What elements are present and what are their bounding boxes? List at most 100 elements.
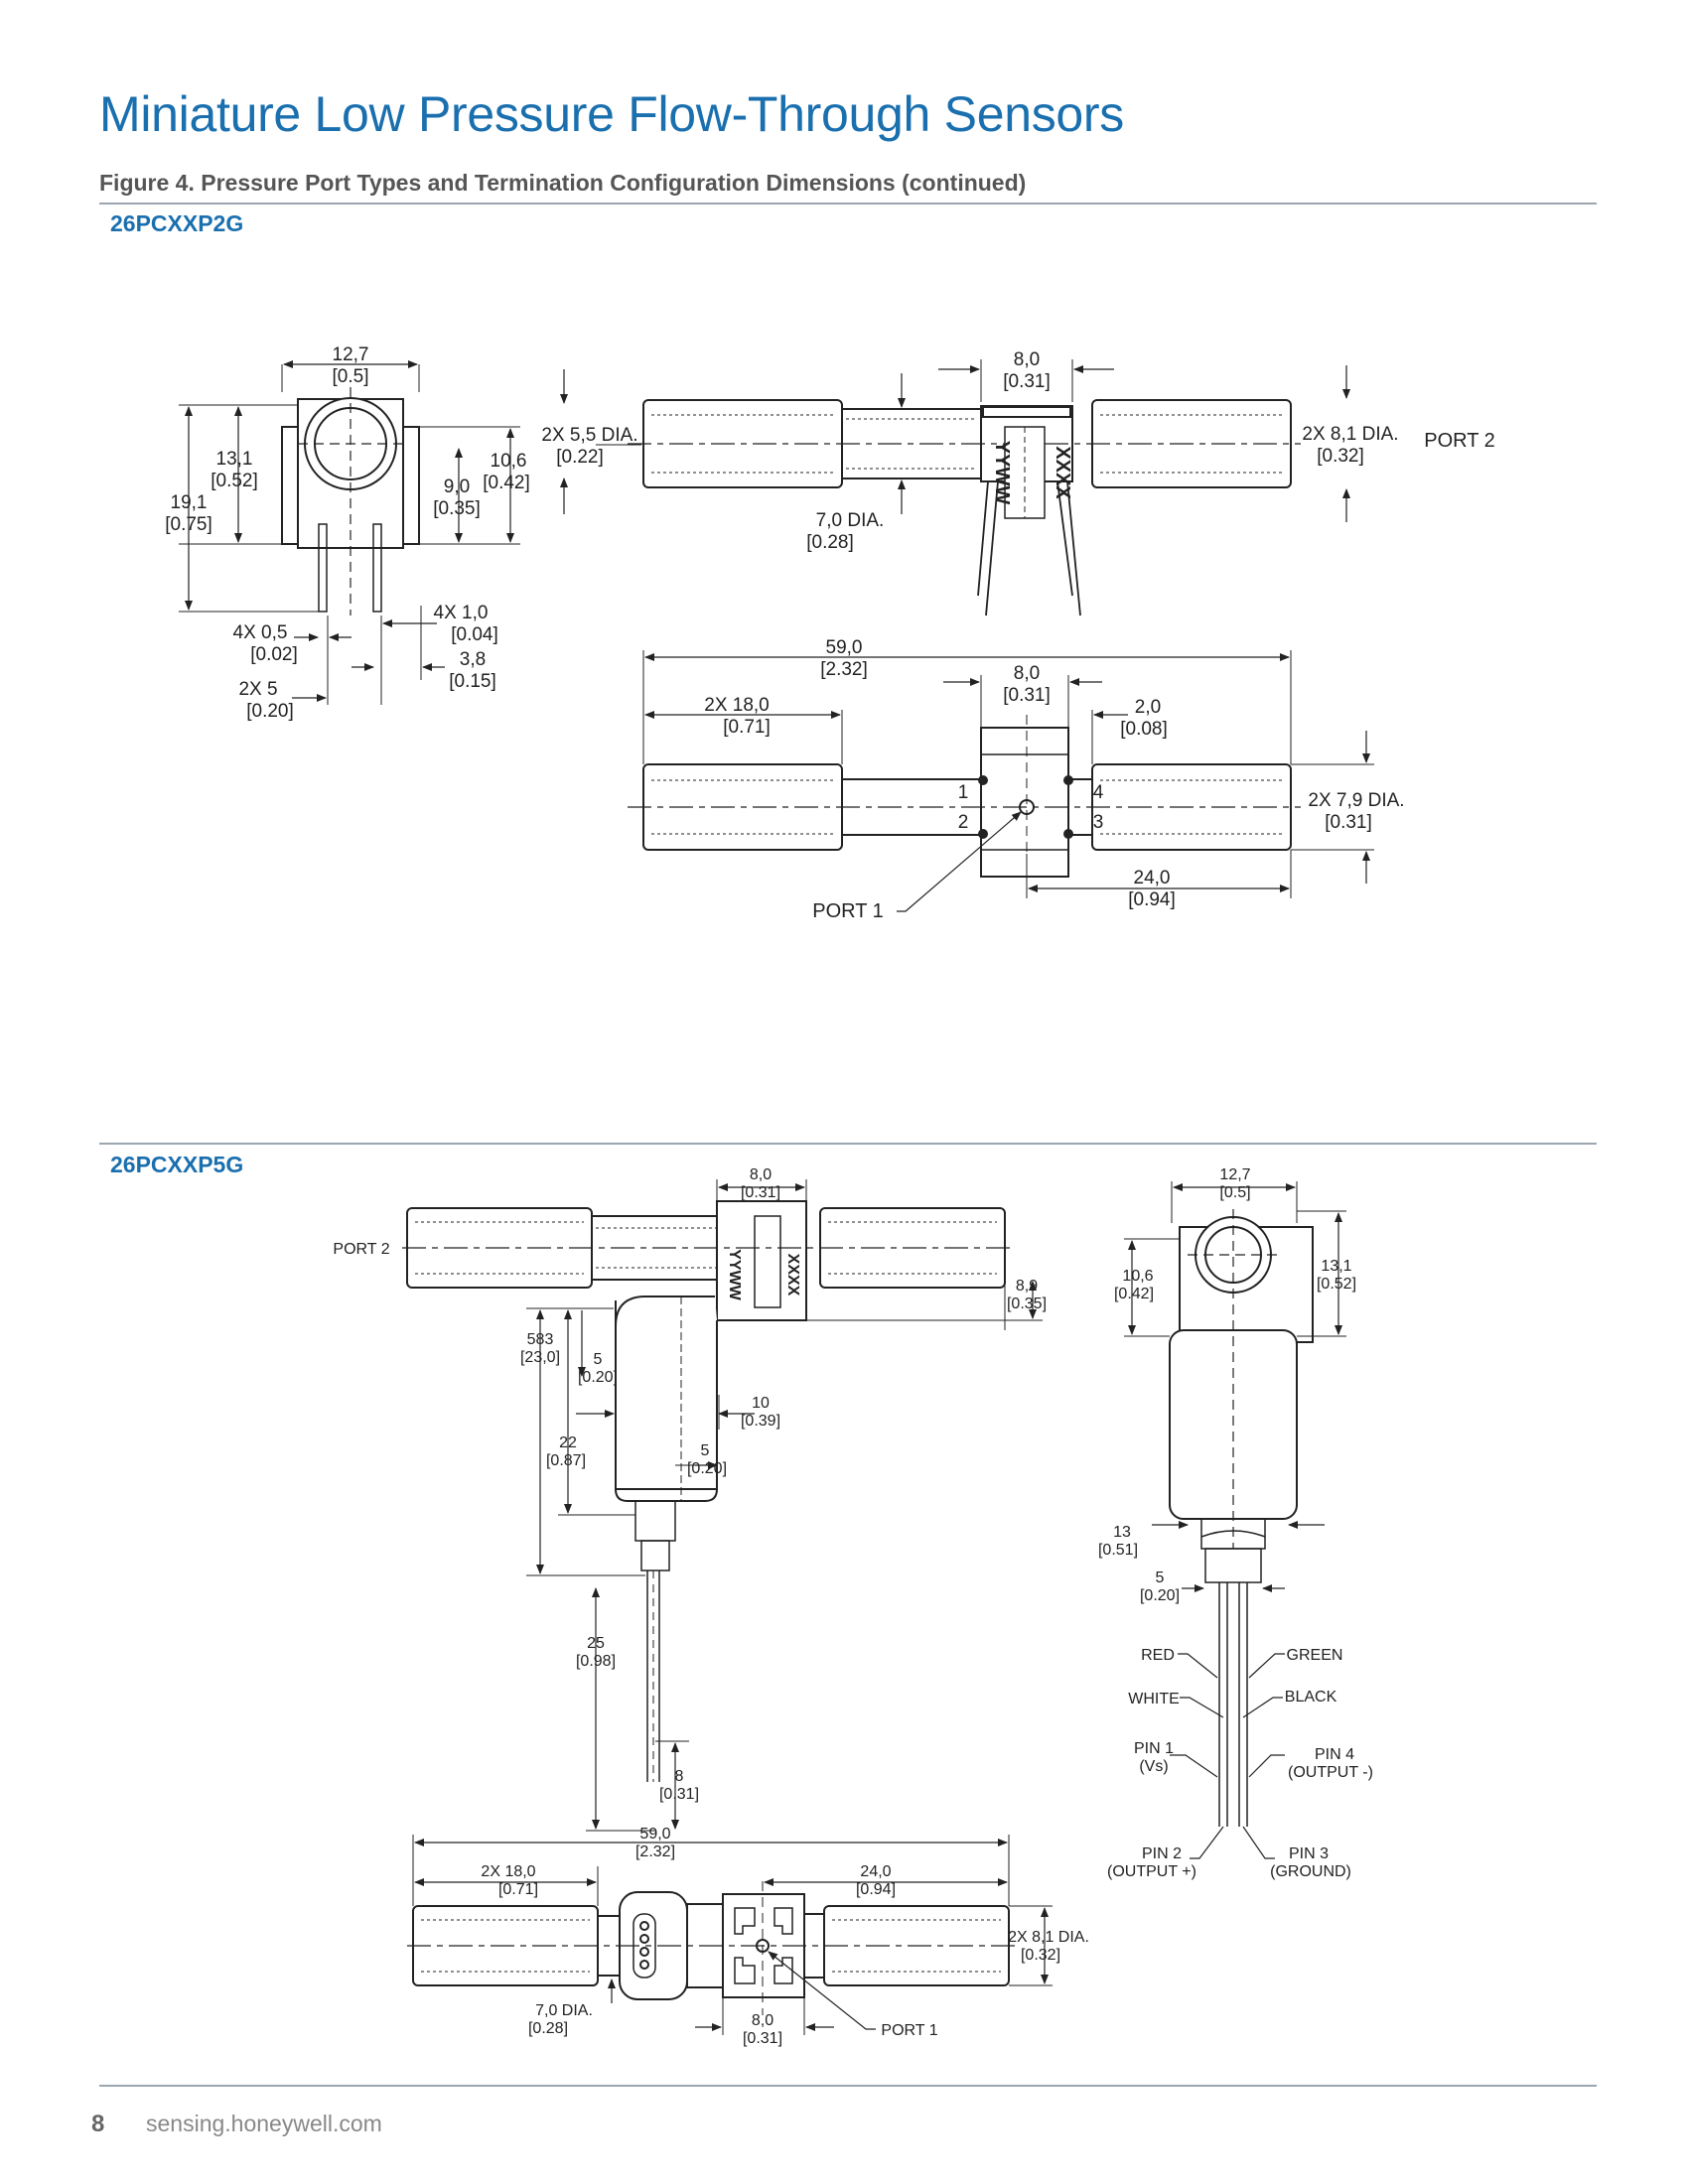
p5g-plan-bodyw-in: [0.31]	[743, 2030, 782, 2047]
p5g-side-d25-in: [0.98]	[576, 1653, 616, 1670]
p2g-plan-len-in: [2.32]	[820, 659, 868, 680]
p2g-end-offset-in: [0.15]	[449, 671, 496, 692]
p5g-side-d5b-mm: 5	[701, 1442, 710, 1459]
p5g-end-h106-mm: 10,6	[1122, 1268, 1153, 1285]
p2g-date-code: YYWW	[991, 441, 1013, 505]
p5g-pin4-sub: (OUTPUT -)	[1288, 1764, 1373, 1781]
p2g-end-pitch-in: [0.20]	[246, 701, 294, 722]
p2g-side-dia70-mm: 7,0 DIA.	[816, 510, 885, 531]
p5g-side-d22-mm: 22	[559, 1434, 577, 1451]
p5g-side-d5a-in: [0.20]	[578, 1369, 618, 1386]
p2g-pin-4: 4	[1093, 782, 1104, 803]
p2g-plan-dia79-in: [0.31]	[1325, 812, 1372, 833]
p2g-end-h13-in: [0.52]	[211, 471, 258, 491]
p2g-side-dia81-mm: 2X 8,1 DIA.	[1302, 424, 1398, 445]
p2g-side-dia70-in: [0.28]	[806, 532, 854, 553]
p2g-plan-labels: 59,0 [2.32] 2X 18,0 [0.71] 8,0 [0.31] 2,…	[704, 637, 1404, 922]
p5g-pin2: PIN 2	[1142, 1845, 1182, 1862]
p2g-plan-dia79-mm: 2X 7,9 DIA.	[1308, 790, 1404, 811]
p5g-pin1-sub: (Vs)	[1139, 1758, 1168, 1775]
figure-caption: Figure 4. Pressure Port Types and Termin…	[99, 170, 1027, 196]
p5g-side-labels: PORT 2 8,0 [0.31] 8,9 [0.35] 583 [23,0] …	[333, 1166, 1047, 1803]
p5g-plan-portlen-mm: 2X 18,0	[481, 1863, 535, 1880]
p5g-plan-len-mm: 59,0	[639, 1826, 670, 1843]
p2g-end-h106-mm: 10,6	[491, 451, 527, 472]
p5g-plan-center-mm: 24,0	[860, 1863, 891, 1880]
p2g-end-pinw-mm: 4X 0,5	[233, 622, 288, 643]
p5g-side-d8-in: [0.31]	[659, 1786, 699, 1803]
p5g-pin4: PIN 4	[1315, 1746, 1354, 1763]
p5g-wire-green: GREEN	[1287, 1647, 1343, 1664]
p5g-end-d13-in: [0.51]	[1098, 1542, 1138, 1559]
p5g-end-labels: 12,7 [0.5] 10,6 [0.42] 13,1 [0.52] 13 [0…	[1098, 1166, 1373, 1880]
p2g-plan-len-mm: 59,0	[826, 637, 863, 658]
p5g-pin1: PIN 1	[1134, 1740, 1174, 1757]
p2g-end-h90-in: [0.35]	[433, 498, 481, 519]
p2g-plan-center-in: [0.94]	[1128, 889, 1176, 910]
p2g-part-code: XXXX	[1052, 446, 1073, 499]
p5g-part-code: XXXX	[784, 1254, 801, 1297]
p2g-end-labels: 12,7 [0.5] 13,1 [0.52] 19,1 [0.75] 10,6 …	[165, 344, 530, 722]
p5g-end-d5-mm: 5	[1156, 1570, 1165, 1586]
p5g-wire-black: BLACK	[1285, 1689, 1337, 1706]
model-label-p5g: 26PCXXP5G	[110, 1152, 244, 1177]
p5g-side-d5a-mm: 5	[594, 1351, 603, 1368]
p2g-plan-bodyw-mm: 8,0	[1014, 663, 1040, 684]
p5g-end-h106-in: [0.42]	[1114, 1286, 1154, 1302]
p5g-port2-label: PORT 2	[333, 1241, 389, 1258]
section-rule	[99, 1143, 1597, 1145]
p5g-plan-dia81-mm: 2X 8,1 DIA.	[1008, 1929, 1089, 1946]
p5g-wire-red: RED	[1141, 1647, 1175, 1664]
p5g-side-len583-mm: 583	[527, 1331, 554, 1348]
p5g-side-bodyw-mm: 8,0	[750, 1166, 772, 1183]
p5g-side-len583-in: [23,0]	[520, 1349, 560, 1366]
p2g-port2-label: PORT 2	[1424, 430, 1495, 452]
p5g-plan-dia81-in: [0.32]	[1021, 1947, 1060, 1964]
p5g-end-width-mm: 12,7	[1219, 1166, 1250, 1183]
p2g-plan-gap-in: [0.08]	[1120, 719, 1168, 740]
p2g-end-h106-in: [0.42]	[483, 473, 530, 493]
p5g-side-h89-in: [0.35]	[1007, 1296, 1047, 1312]
p5g-end-h131-mm: 13,1	[1321, 1258, 1351, 1275]
p2g-side-dia55-mm: 2X 5,5 DIA.	[541, 425, 637, 446]
p2g-end-width-mm: 12,7	[333, 344, 369, 365]
p5g-end-view	[1124, 1181, 1346, 1859]
caption-rule	[99, 203, 1597, 205]
p5g-end-h131-in: [0.52]	[1317, 1276, 1356, 1293]
p5g-side-d8-mm: 8	[675, 1768, 684, 1785]
p5g-side-h89-mm: 8,9	[1016, 1278, 1038, 1295]
p5g-plan-portlen-in: [0.71]	[498, 1881, 538, 1898]
p5g-plan-dia70-mm: 7,0 DIA.	[535, 2002, 593, 2019]
p5g-side-view	[402, 1179, 1043, 1832]
p5g-side-d10-mm: 10	[752, 1395, 770, 1412]
p2g-end-pint-mm: 4X 1,0	[434, 603, 489, 623]
p2g-end-view	[179, 360, 520, 705]
p5g-plan-len-in: [2.32]	[635, 1843, 675, 1860]
p5g-side-d10-in: [0.39]	[741, 1413, 780, 1430]
p2g-side-view	[560, 359, 1350, 616]
p2g-side-bodyw-mm: 8,0	[1014, 349, 1040, 370]
p2g-end-h19-mm: 19,1	[171, 492, 208, 513]
p5g-pin3: PIN 3	[1289, 1845, 1329, 1862]
p5g-plan-view	[407, 1835, 1053, 2035]
p2g-side-labels: 8,0 [0.31] 2X 5,5 DIA. [0.22] 7,0 DIA. […	[541, 349, 1494, 553]
p2g-end-h13-mm: 13,1	[216, 449, 253, 470]
p5g-pin3-sub: (GROUND)	[1270, 1863, 1351, 1880]
p5g-wire-white: WHITE	[1128, 1691, 1180, 1707]
page-title: Miniature Low Pressure Flow-Through Sens…	[99, 86, 1124, 142]
p2g-end-width-in: [0.5]	[333, 366, 369, 387]
p2g-plan-gap-mm: 2,0	[1135, 697, 1161, 718]
p2g-end-pinw-in: [0.02]	[250, 644, 298, 665]
p5g-end-d5-in: [0.20]	[1140, 1587, 1180, 1604]
p5g-end-d13-mm: 13	[1113, 1524, 1131, 1541]
p2g-plan-center-mm: 24,0	[1134, 868, 1171, 888]
p2g-plan-view	[628, 650, 1374, 912]
p2g-plan-portlen-in: [0.71]	[723, 717, 771, 738]
p5g-side-d25-mm: 25	[587, 1635, 605, 1652]
p5g-pin2-sub: (OUTPUT +)	[1107, 1863, 1196, 1880]
p2g-end-pint-in: [0.04]	[451, 624, 498, 645]
p5g-side-bodyw-in: [0.31]	[741, 1184, 780, 1201]
p2g-side-dia55-in: [0.22]	[556, 447, 604, 468]
p2g-end-h19-in: [0.75]	[165, 514, 212, 535]
